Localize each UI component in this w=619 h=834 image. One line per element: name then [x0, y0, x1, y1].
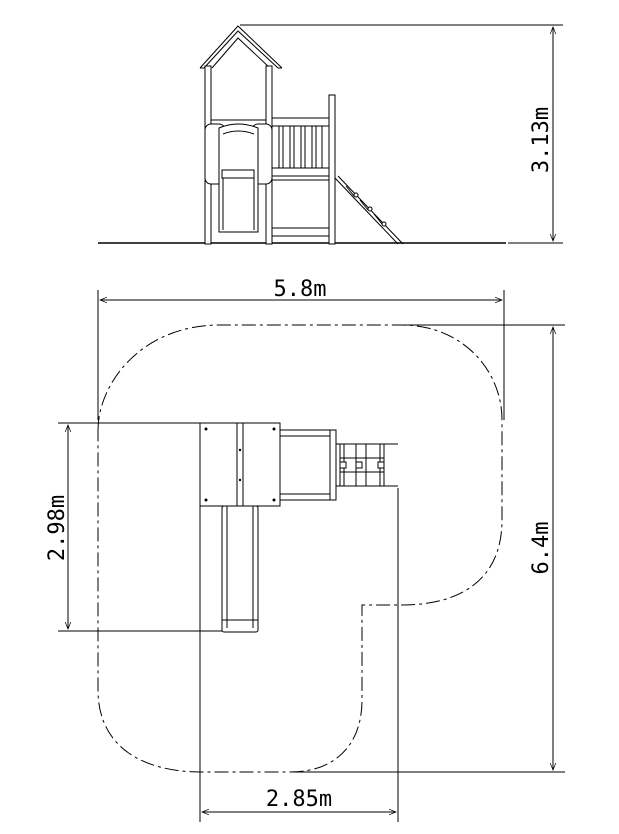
slide-span-dimension: 2.98m [45, 422, 222, 632]
slide-elevation [204, 123, 273, 233]
slide-span-label: 2.98m [45, 495, 70, 561]
tower-plan [199, 422, 281, 507]
depth-label: 6.4m [529, 522, 554, 575]
depth-dimension: 6.4m [292, 324, 565, 773]
railing-panel [271, 117, 330, 177]
safety-zone-outline [97, 324, 503, 773]
plan-view: 5.8m 6.4m 2.98m 2.85m [45, 277, 565, 822]
height-label: 3.13m [529, 107, 554, 173]
tower-width-dimension: 2.85m [199, 488, 399, 822]
width-label: 5.8m [274, 277, 327, 302]
climbing-ramp [334, 175, 404, 245]
height-dimension: 3.13m [240, 24, 563, 244]
tower-width-label: 2.85m [266, 787, 332, 812]
platform-base [271, 175, 330, 237]
tower-roof [199, 25, 283, 69]
elevation-view: 3.13m [98, 24, 563, 245]
slide-plan [221, 505, 259, 633]
width-dimension: 5.8m [97, 277, 505, 420]
climbing-net-plan [336, 443, 398, 487]
platform-plan [279, 429, 337, 501]
